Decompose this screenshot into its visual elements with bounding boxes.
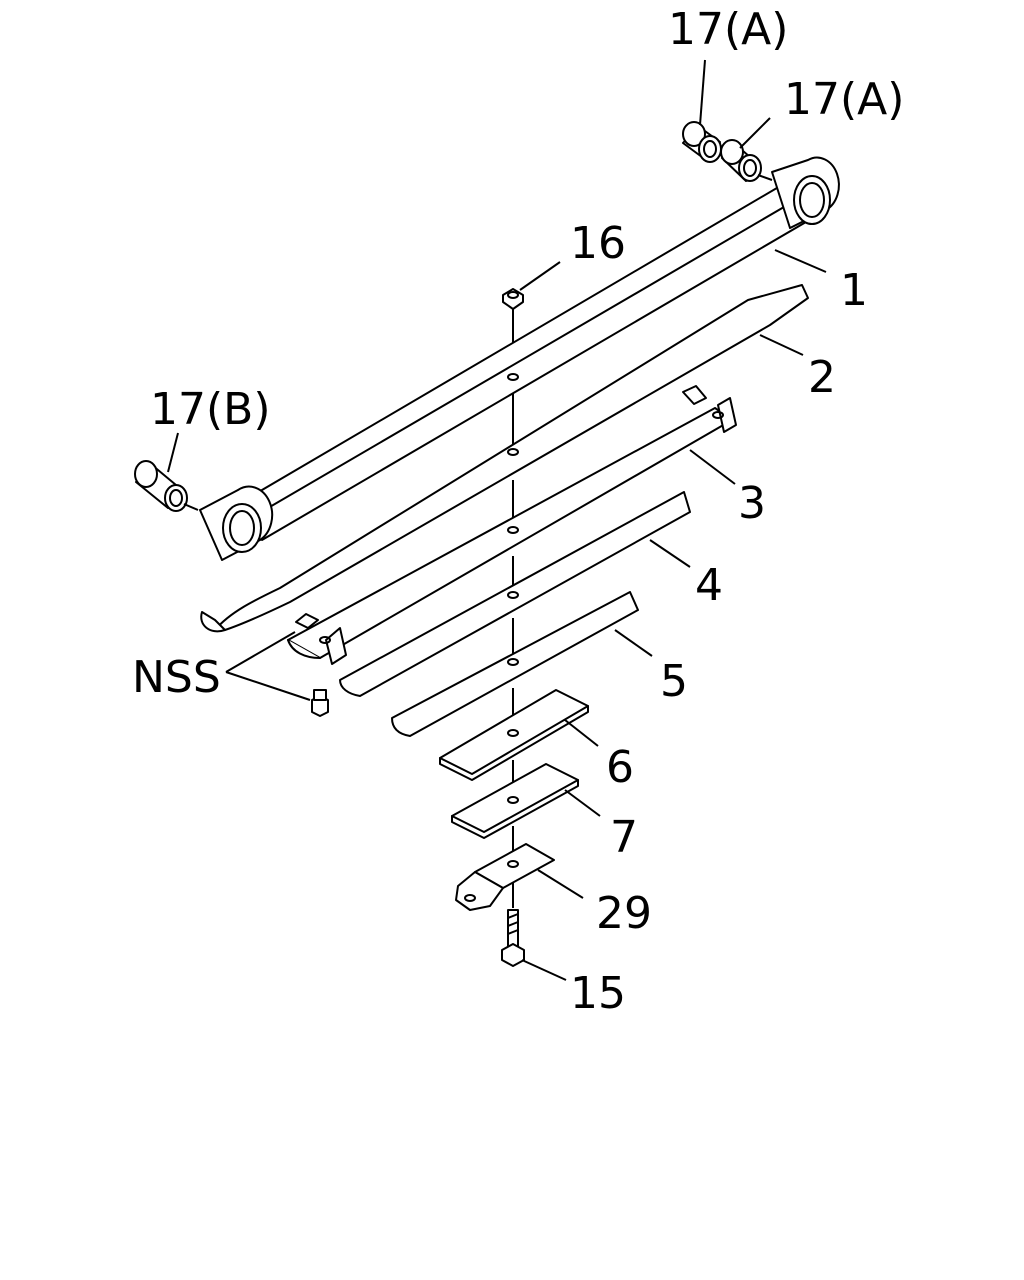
callout-3: 3: [738, 478, 766, 529]
bracket-part-29: [455, 843, 555, 911]
callout-5: 5: [660, 656, 688, 707]
leaf-part-6: [439, 689, 589, 781]
second-leaf-part-2: [200, 284, 809, 633]
callout-2: 2: [808, 352, 836, 403]
callout-nss: NSS: [132, 652, 221, 703]
nut-part-16: [502, 288, 524, 310]
callout-17a-top: 17(A): [668, 4, 788, 55]
nss-bolt: [311, 689, 329, 717]
third-leaf-part-3: [287, 385, 737, 665]
callout-7: 7: [610, 812, 638, 863]
callout-29: 29: [596, 888, 652, 939]
leaf-part-5: [391, 591, 639, 737]
center-bolt-part-15: [501, 909, 525, 967]
main-leaf-part-1: [199, 156, 840, 561]
callout-6: 6: [606, 742, 634, 793]
leaf-part-7: [451, 763, 579, 839]
callout-1: 1: [840, 265, 868, 316]
callout-17a-second: 17(A): [784, 74, 904, 125]
bushing-17a-outer: [682, 121, 722, 163]
callout-17b: 17(B): [150, 384, 271, 435]
callout-15: 15: [570, 968, 626, 1019]
bushing-17a-inner: [720, 139, 762, 182]
leaf-part-4: [339, 491, 691, 697]
bushing-17b: [134, 460, 199, 512]
leader-lines: [167, 59, 827, 981]
callout-4: 4: [695, 560, 723, 611]
callout-16: 16: [570, 218, 626, 269]
